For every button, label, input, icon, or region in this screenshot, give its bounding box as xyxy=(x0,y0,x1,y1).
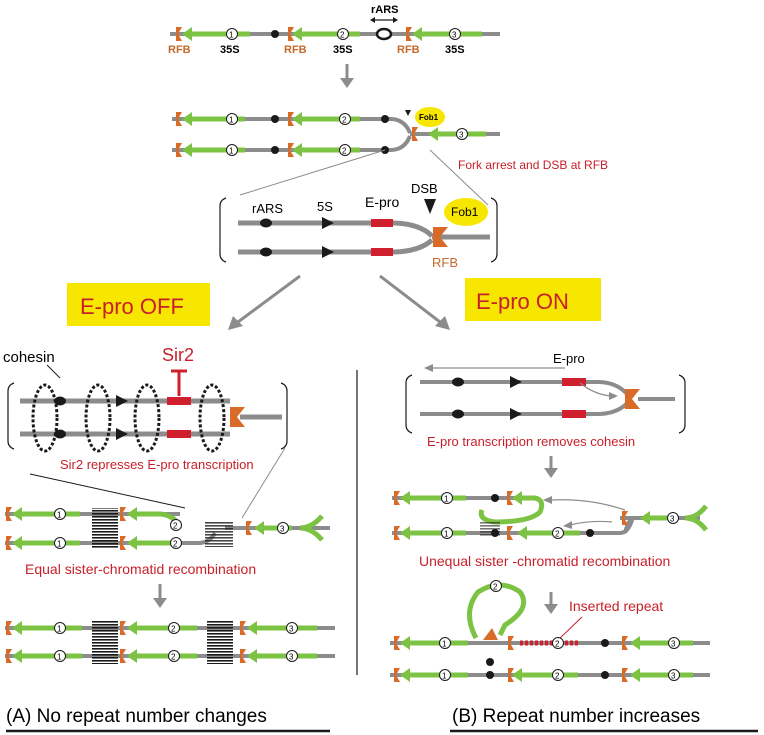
top-rars-label: rARS xyxy=(371,4,399,16)
left-res-num-1b: 1 xyxy=(57,653,62,662)
right-recomb-caption: Unequal sister -chromatid recombination xyxy=(419,553,670,569)
inserted-repeat-label: Inserted repeat xyxy=(569,598,663,614)
fork-caption: Fork arrest and DSB at RFB xyxy=(458,158,608,172)
right-result xyxy=(390,580,710,682)
right-cohesin-caption: E-pro transcription removes cohesin xyxy=(427,434,635,449)
fork-row xyxy=(172,107,500,157)
right-res-num-2-loop: 2 xyxy=(493,583,498,592)
right-res-num-3a: 3 xyxy=(671,640,676,649)
epro-on-badge xyxy=(465,278,601,321)
left-res-num-2b: 2 xyxy=(171,653,176,662)
zoom-dsb-label: DSB xyxy=(411,181,438,196)
right-un-num-1b: 1 xyxy=(444,530,449,539)
left-down-arrow xyxy=(153,584,167,608)
left-res-num-2a: 2 xyxy=(171,625,176,634)
right-epro-label: E-pro xyxy=(553,351,585,366)
left-eq-num-1a: 1 xyxy=(57,511,62,520)
right-un-num-2: 2 xyxy=(555,530,560,539)
fork-fob1-label: Fob1 xyxy=(419,113,439,122)
right-cohesin-box xyxy=(405,364,686,434)
right-un-num-1a: 1 xyxy=(444,495,449,504)
zoom-rars-label: rARS xyxy=(252,201,283,216)
zoom-5s-label: 5S xyxy=(317,199,333,214)
top-35s-label-2: 35S xyxy=(333,44,353,56)
zoom-rfb-label: RFB xyxy=(432,255,458,270)
top-repeat-array xyxy=(170,17,500,41)
left-eq-num-2a: 2 xyxy=(173,522,178,531)
branch-arrows xyxy=(228,274,450,330)
fork-num-1a: 1 xyxy=(229,116,234,125)
epro-on-label: E-pro ON xyxy=(476,289,569,314)
top-rfb-label-1: RFB xyxy=(168,44,191,56)
right-down-arrow-1 xyxy=(544,456,558,478)
fob1-blob-small xyxy=(415,107,445,127)
left-eq-num-2b: 2 xyxy=(173,540,178,549)
fork-num-1b: 1 xyxy=(229,147,234,156)
right-res-num-1a: 1 xyxy=(442,640,447,649)
right-down-arrow-2 xyxy=(544,592,558,614)
left-equal-recombination xyxy=(5,507,330,550)
right-res-num-2b: 2 xyxy=(555,672,560,681)
right-res-num-3b: 3 xyxy=(671,672,676,681)
left-eq-num-1b: 1 xyxy=(57,540,62,549)
sir2-label: Sir2 xyxy=(162,345,194,365)
zoom-fob1-label: Fob1 xyxy=(451,205,479,219)
top-rfb-label-3: RFB xyxy=(397,44,420,56)
top-35s-label-3: 35S xyxy=(445,44,465,56)
epro-off-badge xyxy=(67,283,210,326)
fork-num-2b: 2 xyxy=(342,147,347,156)
left-recomb-caption: Equal sister-chromatid recombination xyxy=(25,561,256,577)
top-rfb-label-2: RFB xyxy=(284,44,307,56)
epro-off-label: E-pro OFF xyxy=(80,294,184,319)
cohesin-box xyxy=(7,369,288,453)
dsb-marker-small xyxy=(405,110,411,116)
left-eq-num-3: 3 xyxy=(280,525,285,534)
left-footer: (A) No repeat number changes xyxy=(6,706,267,727)
top-num-2: 2 xyxy=(340,31,345,40)
left-res-num-1a: 1 xyxy=(57,625,62,634)
cohesin-label: cohesin xyxy=(3,349,55,366)
left-result xyxy=(5,620,335,664)
right-footer: (B) Repeat number increases xyxy=(452,706,700,727)
top-num-1: 1 xyxy=(229,31,234,40)
zoom-box xyxy=(219,197,498,263)
right-un-num-3: 3 xyxy=(670,515,675,524)
sir2-caption: Sir2 represses E-pro transcription xyxy=(60,457,254,472)
top-num-3: 3 xyxy=(452,31,457,40)
left-res-num-3b: 3 xyxy=(289,653,294,662)
right-res-num-2a: 2 xyxy=(555,640,560,649)
zoom-epro-label: E-pro xyxy=(365,194,399,210)
down-arrow-1 xyxy=(340,64,354,88)
right-res-num-1b: 1 xyxy=(442,672,447,681)
left-res-num-3a: 3 xyxy=(289,625,294,634)
top-35s-label-1: 35S xyxy=(220,44,240,56)
right-unequal-recombination xyxy=(392,491,708,540)
fork-num-2a: 2 xyxy=(342,116,347,125)
fork-num-3: 3 xyxy=(459,131,464,140)
